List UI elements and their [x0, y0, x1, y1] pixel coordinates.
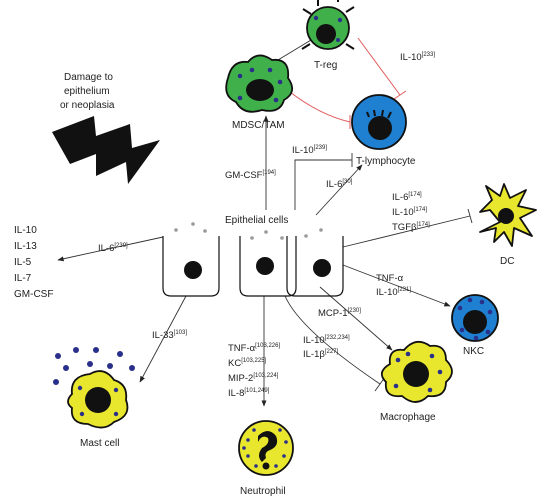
mast-cell-label: Mast cell	[80, 438, 119, 449]
damage-line-1: Damage to	[64, 72, 113, 83]
dc-cell	[479, 183, 537, 247]
label-kc-neutro: KC[103,225]	[228, 358, 267, 369]
output-item: IL-7	[14, 273, 32, 284]
neutrophil-label: Neutrophil	[240, 486, 286, 497]
edge-epi-dc-inhibit	[342, 215, 471, 248]
label-il10-tlymph: IL-10[239]	[292, 145, 327, 156]
label-tgfb-dc: TGFβ[174]	[392, 222, 430, 233]
label-mcp1: MCP-1[230]	[318, 308, 361, 319]
label-tnfa-nkc: TNF-α	[376, 273, 404, 284]
neutrophil-cell	[238, 420, 294, 476]
epithelial-cell-3	[286, 228, 344, 297]
tlymphocyte-label: T-lymphocyte	[356, 156, 416, 167]
label-tnfa-neutro: TNF-α[103,226]	[228, 343, 280, 354]
label-il1b-macro: IL-1β[227]	[303, 349, 339, 360]
edge-treg-tlymph-bar	[393, 90, 407, 100]
label-il6-tlymph: IL-6[30]	[326, 179, 353, 190]
mast-cell	[53, 347, 135, 429]
edge-epi-nkc	[342, 264, 451, 307]
lightning-bolt-icon	[52, 116, 160, 184]
edge-mdsc-tlymph-inhibit	[289, 91, 351, 123]
nkc-cell	[451, 294, 499, 342]
treg-cell	[301, 0, 355, 50]
edge-epi-macro	[319, 286, 393, 351]
label-il10-dc: IL-10[174]	[392, 207, 427, 218]
tlymphocyte-cell	[351, 94, 407, 150]
edge-epi-mast	[139, 295, 187, 383]
macrophage-label: Macrophage	[380, 412, 436, 423]
edge-mdsc-treg	[277, 36, 317, 61]
epithelial-cell-1	[162, 222, 220, 297]
edge-epi-left	[57, 236, 164, 262]
epithelial-cells-label: Epithelial cells	[225, 215, 288, 226]
damage-line-2: epithelium	[64, 86, 110, 97]
output-item: IL-10	[14, 225, 37, 236]
damage-line-3: or neoplasia	[60, 100, 115, 111]
label-il8-neutro: IL-8[101,249]	[228, 388, 270, 399]
edge-treg-tlymph-inhibit	[357, 37, 401, 96]
treg-label: T-reg	[314, 60, 337, 71]
output-item: GM-CSF	[14, 289, 53, 300]
mdsc-cell	[225, 54, 294, 113]
label-mip2-neutro: MIP-2[103,224]	[228, 373, 279, 384]
label-il6-dc: IL-6[174]	[392, 192, 422, 203]
macrophage-cell	[380, 340, 453, 403]
label-il6-left: IL-6[239]	[98, 243, 128, 254]
edge-epi-dc-bar	[467, 208, 473, 224]
label-gmcsf: GM-CSF[194]	[225, 170, 276, 181]
edge-epi-tlymph-inhibit	[294, 159, 352, 210]
label-il10-treg: IL-10[233]	[400, 52, 435, 63]
nkc-label: NKC	[463, 346, 484, 357]
edge-epi-tlymph-il6	[315, 164, 363, 216]
label-il33: IL-33[103]	[152, 330, 187, 341]
output-item: IL-13	[14, 241, 37, 252]
mdsc-label: MDSC/TAM	[232, 120, 285, 131]
epithelial-cell-2	[239, 230, 297, 297]
dc-label: DC	[500, 256, 514, 267]
label-il10-macro: IL-10[232,234]	[303, 335, 350, 346]
label-il10-nkc: IL-10[231]	[376, 287, 411, 298]
epithelial-cells	[162, 222, 344, 297]
output-item: IL-5	[14, 257, 32, 268]
edge-epi-macro-inhibit	[284, 295, 381, 385]
